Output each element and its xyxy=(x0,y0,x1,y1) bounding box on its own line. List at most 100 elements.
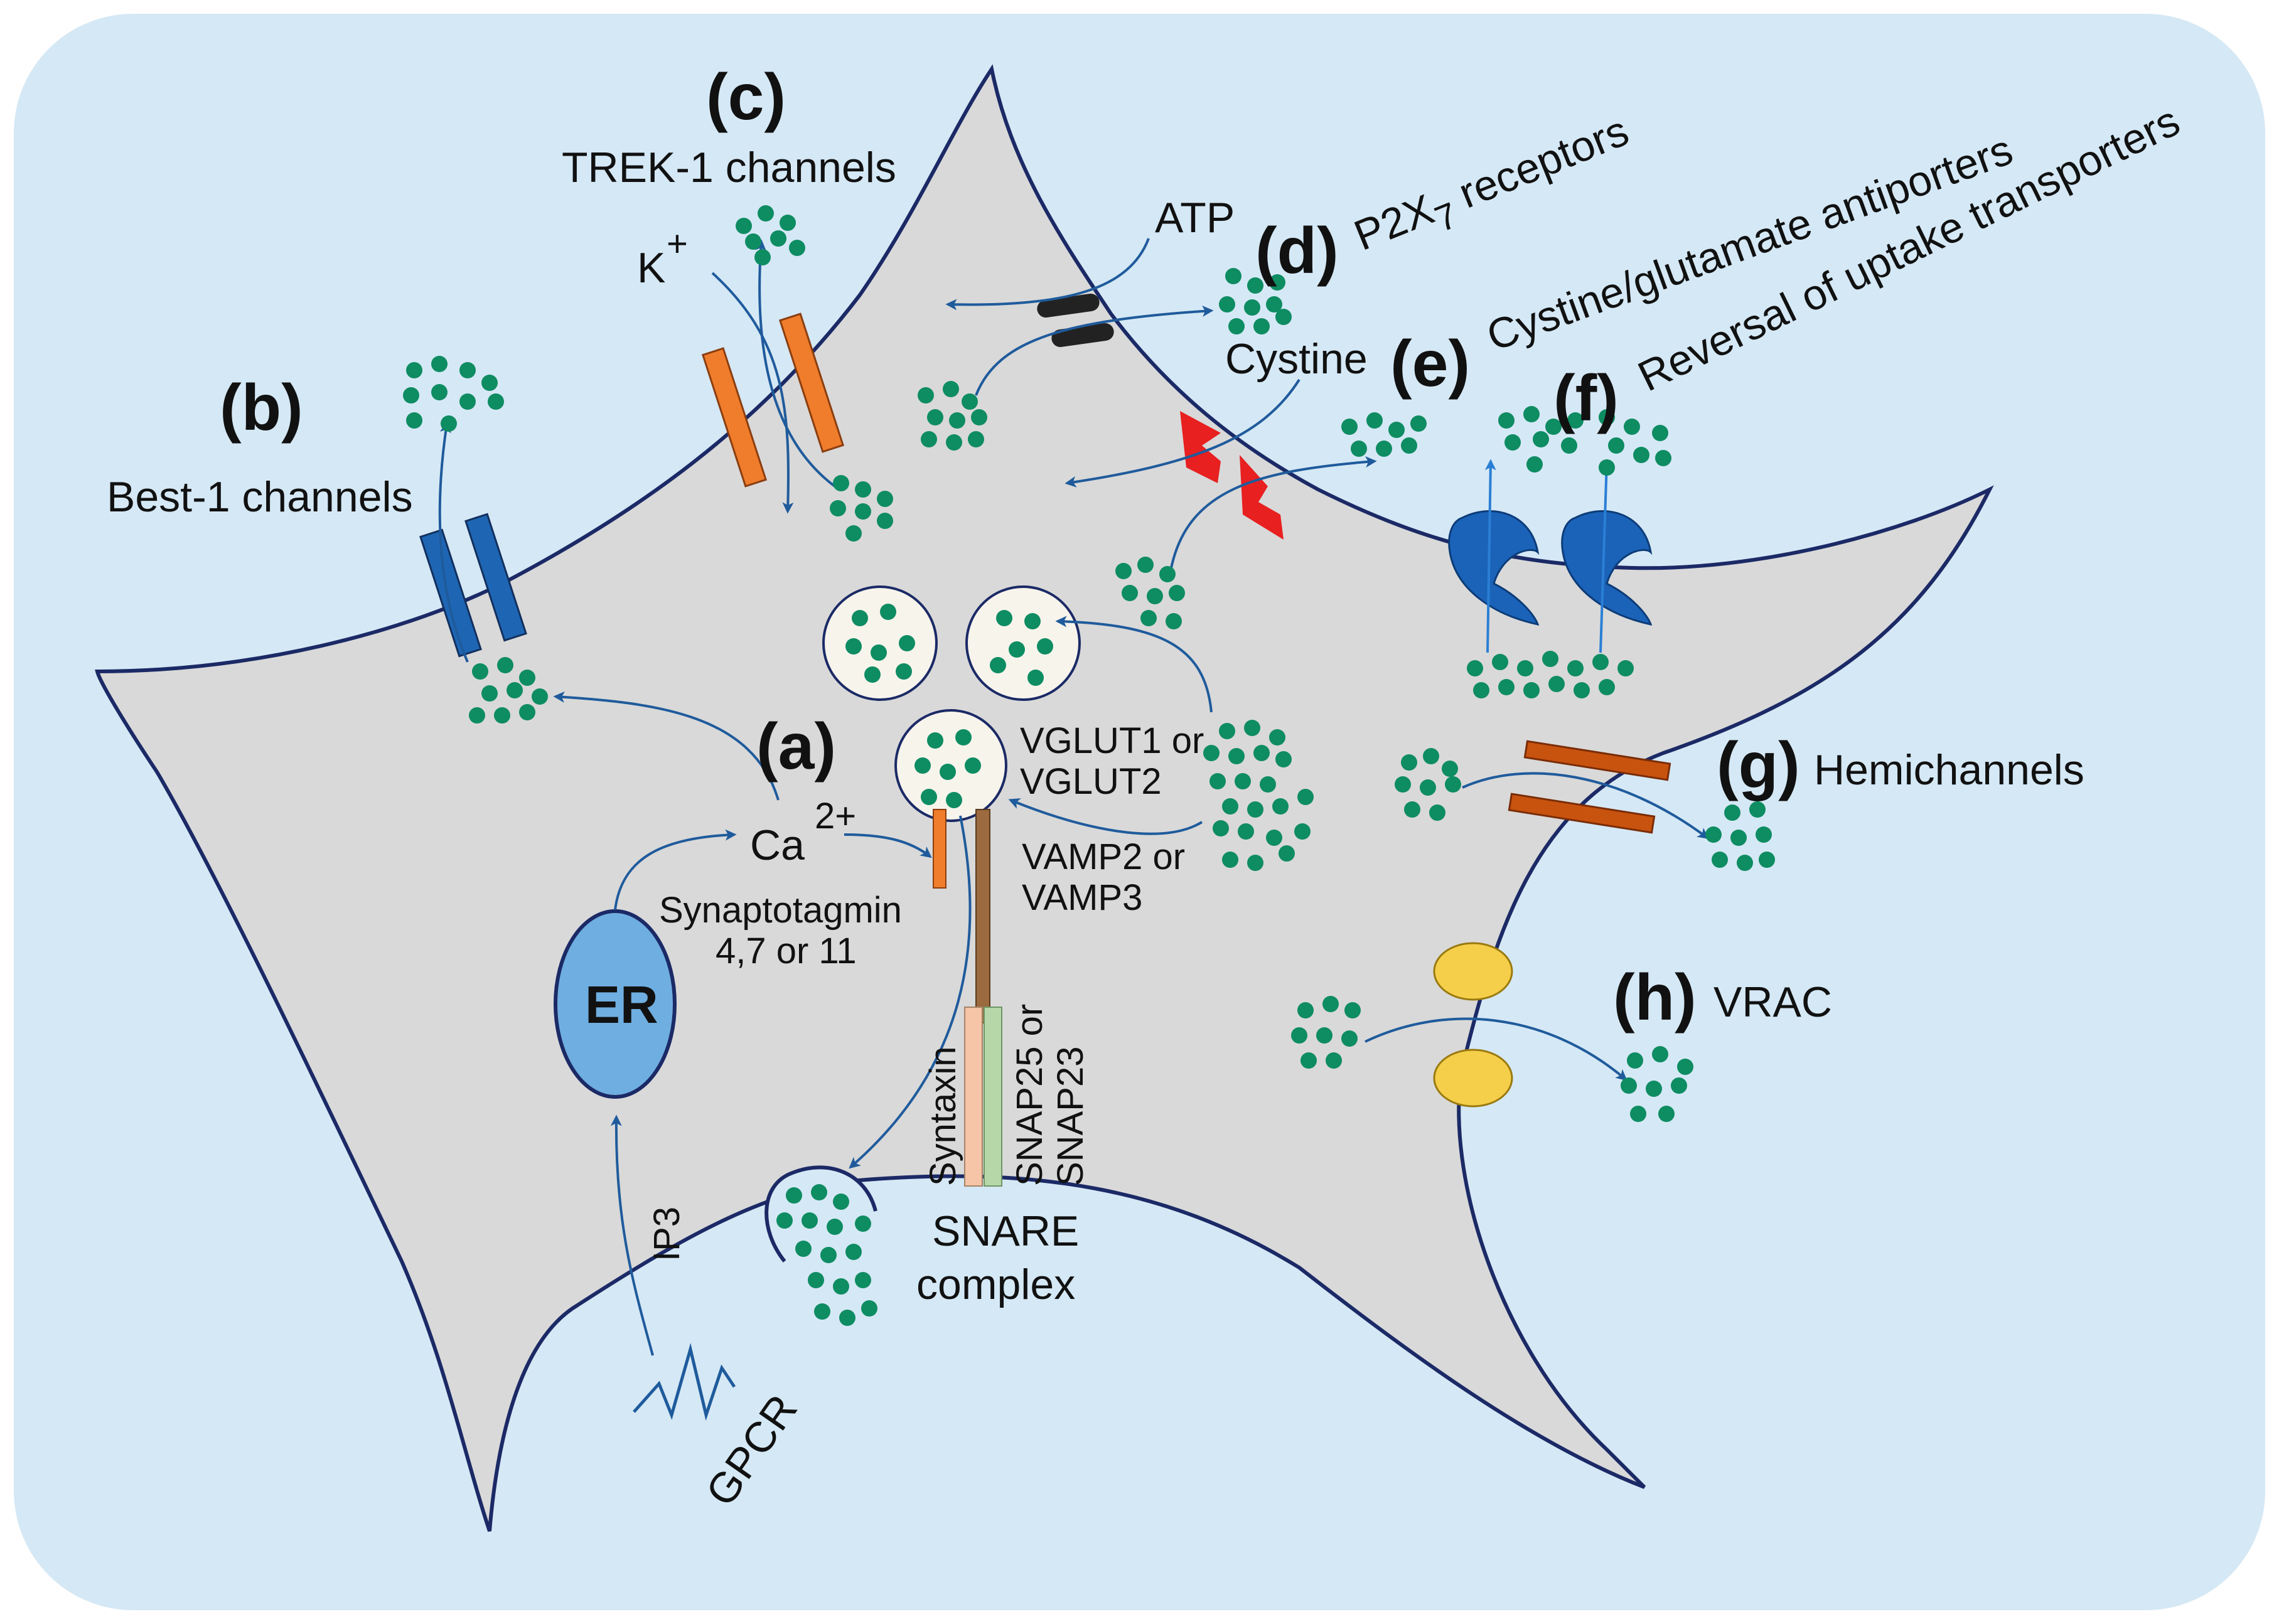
glutamate-dot xyxy=(1401,437,1417,454)
glutamate-cluster-antiporter-in xyxy=(1115,557,1185,629)
arrow-trek1-out xyxy=(754,239,836,488)
glutamate-dot xyxy=(1228,318,1245,334)
glutamate-dot xyxy=(780,215,796,231)
glutamate-dot xyxy=(1247,855,1263,871)
glutamate-molecules xyxy=(403,205,1775,1326)
label-atp: ATP xyxy=(1155,194,1235,242)
glutamate-dot xyxy=(921,789,937,805)
glutamate-dot xyxy=(1294,823,1311,840)
glutamate-dot xyxy=(770,230,786,247)
glutamate-dot xyxy=(1677,1059,1693,1075)
glutamate-dot xyxy=(855,503,871,520)
glutamate-dot xyxy=(871,644,887,661)
glutamate-dot xyxy=(1423,748,1439,764)
glutamate-dot xyxy=(1548,676,1565,692)
glutamate-dot xyxy=(833,1278,849,1295)
glutamate-dot xyxy=(880,604,896,620)
synaptotagmin-bar xyxy=(933,809,946,889)
glutamate-dot xyxy=(1169,585,1185,601)
glutamate-dot xyxy=(1749,801,1766,818)
glutamate-dot xyxy=(481,375,498,391)
glutamate-dot xyxy=(1235,773,1251,789)
glutamate-dot xyxy=(1567,412,1584,429)
arrow-ca-best1 xyxy=(553,691,780,801)
er-organelle xyxy=(554,909,677,1099)
glutamate-cluster-trek1-in xyxy=(830,475,893,542)
trek1-channel-left xyxy=(701,347,768,488)
glutamate-dot xyxy=(1445,776,1461,793)
glutamate-cluster-vrac-in xyxy=(1291,996,1361,1069)
vesicle-1 xyxy=(822,585,938,701)
glutamate-dot xyxy=(852,610,868,626)
label-g: (g) xyxy=(1717,729,1800,802)
label-vamp-1: VAMP2 or xyxy=(1022,836,1185,877)
glutamate-dot xyxy=(877,491,893,507)
glutamate-dot xyxy=(1429,804,1445,821)
glutamate-dot xyxy=(1266,830,1282,846)
glutamate-dot xyxy=(403,387,419,403)
arrow-uptake-2 xyxy=(1599,459,1612,653)
glutamate-dot xyxy=(1219,723,1235,739)
syntaxin-bar xyxy=(964,1007,983,1187)
glutamate-dot xyxy=(441,415,457,432)
glutamate-dot xyxy=(946,434,962,451)
vesicle-2 xyxy=(965,585,1081,701)
glutamate-dot xyxy=(1247,277,1263,294)
glutamate-dot xyxy=(1671,1077,1687,1094)
glutamate-dot xyxy=(481,685,498,702)
glutamate-dot xyxy=(1253,318,1270,334)
label-hemichannels: Hemichannels xyxy=(1814,746,2084,794)
glutamate-dot xyxy=(1341,1030,1358,1047)
glutamate-dot xyxy=(1592,654,1609,670)
glutamate-dot xyxy=(1737,855,1753,871)
arrow-uptake-1 xyxy=(1484,459,1496,653)
glutamate-dot xyxy=(830,500,846,516)
label-cystine: Cystine xyxy=(1225,335,1368,383)
trek1-channel-right xyxy=(778,313,845,453)
snap-bar xyxy=(984,1007,1002,1187)
arrow-p2x7-out xyxy=(975,305,1214,396)
glutamate-cluster-uptake-out xyxy=(1498,406,1671,476)
glutamate-dot xyxy=(1646,1081,1662,1097)
glutamate-dot xyxy=(1275,309,1292,325)
glutamate-dot xyxy=(940,764,956,780)
antiporters xyxy=(1180,411,1284,540)
arrow-ca-synaptotagmin xyxy=(844,833,932,858)
label-ca: Ca xyxy=(750,821,805,869)
glutamate-dot xyxy=(1545,419,1562,435)
glutamate-dot xyxy=(1322,996,1339,1012)
glutamate-dot xyxy=(811,1184,827,1200)
glutamate-dot xyxy=(1222,852,1238,868)
arrow-best1-out xyxy=(438,421,469,663)
glutamate-dot xyxy=(864,666,881,683)
glutamate-dot xyxy=(1655,450,1671,466)
uptake-transporter-2 xyxy=(1561,510,1653,626)
glutamate-dot xyxy=(1526,456,1543,473)
glutamate-dot xyxy=(472,663,488,680)
glutamate-dot xyxy=(1344,1002,1361,1018)
glutamate-dot xyxy=(1473,682,1489,698)
label-c: (c) xyxy=(706,61,786,134)
glutamate-dot xyxy=(469,707,485,724)
best1-channels xyxy=(419,513,527,658)
glutamate-cluster-best1-out xyxy=(403,356,504,432)
glutamate-dot xyxy=(1376,441,1392,457)
hemichannel-bottom xyxy=(1508,793,1656,834)
label-vrac: VRAC xyxy=(1713,978,1832,1026)
hemichannel-top xyxy=(1523,740,1671,781)
glutamate-dot xyxy=(1300,1052,1317,1069)
glutamate-dot xyxy=(1037,638,1053,654)
glutamate-dot xyxy=(736,218,752,234)
glutamate-dot xyxy=(1627,1052,1643,1069)
label-e: (e) xyxy=(1390,328,1470,400)
glutamate-dot xyxy=(1705,826,1722,843)
glutamate-dot xyxy=(1759,852,1775,868)
glutamate-dot xyxy=(795,1241,812,1257)
glutamate-dot xyxy=(946,792,962,808)
arrow-vglut xyxy=(1055,616,1213,713)
glutamate-dot xyxy=(1269,729,1285,745)
glutamate-dot xyxy=(1222,798,1238,815)
label-ip3: IP3 xyxy=(646,1207,687,1261)
glutamate-dot xyxy=(949,412,965,429)
